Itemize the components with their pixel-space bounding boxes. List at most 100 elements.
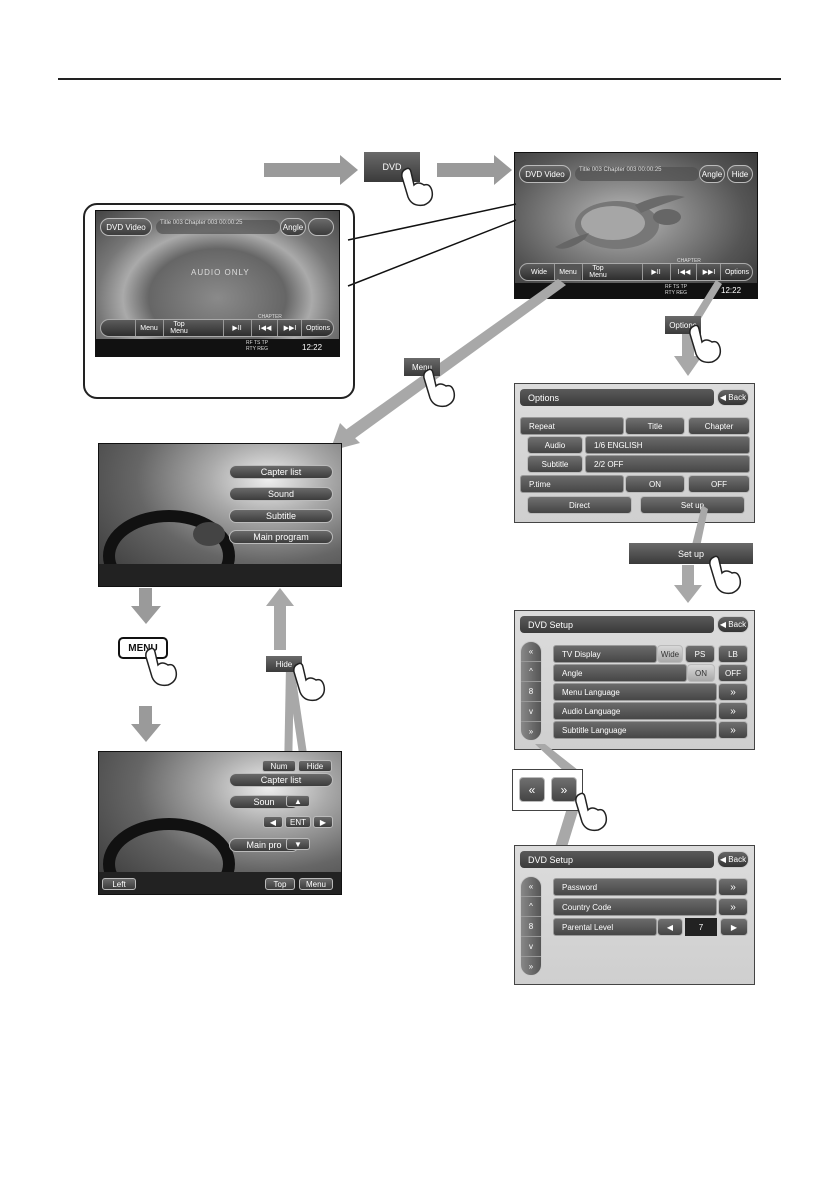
dvd-setup-panel-2: DVD Setup ◀ Back « ^ 8 v » Password » Co… [514, 845, 755, 985]
tv-wide-button[interactable]: Wide [657, 645, 683, 663]
inset-blank-button[interactable] [308, 218, 334, 236]
dvd-setup-title: DVD Setup [520, 616, 714, 633]
ptime-row: P.time [520, 475, 624, 493]
hide-tag[interactable]: Hide [266, 656, 302, 672]
cursor-up-button[interactable]: ▲ [286, 795, 310, 807]
dvd-setup-panel-1: DVD Setup ◀ Back « ^ 8 v » TV Display Wi… [514, 610, 755, 750]
cursor-down-button[interactable]: ▼ [286, 838, 310, 850]
touch-hand-icon [423, 368, 456, 408]
cursor-right-button[interactable]: ▶ [313, 816, 333, 828]
play-pause-button[interactable]: ▶II [642, 264, 669, 280]
angle-row: Angle [553, 664, 687, 682]
audio-only-text: AUDIO ONLY [191, 268, 250, 277]
repeat-chapter-button[interactable]: Chapter [688, 417, 750, 435]
touch-hand-icon [689, 324, 722, 364]
top-position-button[interactable]: Top [265, 878, 295, 890]
cursor-left-button[interactable]: ◀ [263, 816, 283, 828]
ptime-on-button[interactable]: ON [625, 475, 685, 493]
menu-language-row[interactable]: Menu Language [553, 683, 717, 701]
audio-value: 1/6 ENGLISH [585, 436, 750, 454]
inset-angle-button[interactable]: Angle [280, 218, 306, 236]
page-up-zoom-button[interactable]: « [519, 777, 545, 802]
chapter-label: CHAPTER [677, 258, 701, 264]
country-code-row[interactable]: Country Code [553, 898, 717, 916]
capter-list-item[interactable]: Capter list [229, 773, 333, 787]
inset-prev-chapter-button[interactable]: I◀◀ [251, 320, 278, 336]
capter-list-item[interactable]: Capter list [229, 465, 333, 479]
subtitle-button[interactable]: Subtitle [527, 455, 583, 473]
page-top-button[interactable]: « [521, 877, 541, 897]
menu-button[interactable]: Menu [299, 878, 333, 890]
page-down-button[interactable]: v [521, 937, 541, 957]
country-code-chevron-icon[interactable]: » [718, 898, 748, 916]
clock: 12:22 [721, 286, 742, 295]
down-arrow-2-head [131, 724, 161, 742]
setup-beam [674, 505, 708, 603]
audio-language-row[interactable]: Audio Language [553, 702, 717, 720]
flow-arrow-2 [437, 163, 497, 177]
inset-clock: 12:22 [302, 343, 323, 352]
audio-button[interactable]: Audio [527, 436, 583, 454]
setup-tag[interactable]: Set up [629, 543, 753, 564]
angle-on-button[interactable]: ON [687, 664, 715, 682]
back-button[interactable]: ◀ Back [717, 389, 749, 406]
down-arrow-1-head [131, 606, 161, 624]
audio-language-chevron-icon[interactable]: » [718, 702, 748, 720]
dvd-playback-screen: DVD Video Title 003 Chapter 003 00:00:25… [514, 152, 758, 299]
page-top-button[interactable]: « [521, 642, 541, 662]
parental-level-increase-button[interactable]: ▶ [720, 918, 748, 936]
angle-off-button[interactable]: OFF [718, 664, 748, 682]
touch-hand-icon [401, 167, 434, 207]
menu-button[interactable]: Menu [554, 264, 581, 280]
page-down-button[interactable]: v [521, 702, 541, 722]
page-scroll-bar: « ^ 8 v » [520, 641, 542, 741]
prev-chapter-button[interactable]: I◀◀ [670, 264, 697, 280]
parental-level-value: 7 [685, 918, 717, 936]
subtitle-language-chevron-icon[interactable]: » [718, 721, 748, 739]
subtitle-item[interactable]: Subtitle [229, 509, 333, 523]
options-button[interactable]: Options [720, 264, 753, 280]
touch-hand-icon [575, 792, 608, 832]
menu-language-chevron-icon[interactable]: » [718, 683, 748, 701]
disc-menu-cursor-screen: Num Hide Capter list Soun ▲ ◀ ENT ▶ Main… [98, 751, 342, 895]
flow-arrow-1-head [340, 155, 358, 185]
back-button[interactable]: ◀ Back [717, 616, 749, 633]
num-button[interactable]: Num [262, 760, 296, 772]
sound-item[interactable]: Sound [229, 487, 333, 501]
page-down-zoom-button[interactable]: » [551, 777, 577, 802]
down-arrow-1 [139, 588, 152, 608]
down-arrow-2 [139, 706, 152, 726]
hide-button[interactable]: Hide [298, 760, 332, 772]
page-up-button[interactable]: ^ [521, 662, 541, 682]
left-position-button[interactable]: Left [102, 878, 136, 890]
direct-button[interactable]: Direct [527, 496, 632, 514]
dvd-source-button[interactable]: DVD [364, 152, 420, 182]
inset-top-menu-button[interactable]: Top Menu [163, 320, 194, 336]
page-bottom-button[interactable]: » [528, 962, 534, 971]
source-label: DVD Video [519, 165, 571, 183]
top-menu-button[interactable]: Top Menu [582, 264, 613, 280]
inset-menu-button[interactable]: Menu [135, 320, 162, 336]
tv-lb-button[interactable]: LB [718, 645, 748, 663]
page-bottom-button[interactable]: » [528, 727, 534, 736]
password-row[interactable]: Password [553, 878, 717, 896]
main-program-item[interactable]: Main program [229, 530, 333, 544]
parental-level-decrease-button[interactable]: ◀ [657, 918, 683, 936]
next-chapter-button[interactable]: ▶▶I [696, 264, 721, 280]
inset-next-chapter-button[interactable]: ▶▶I [277, 320, 302, 336]
enter-button[interactable]: ENT [285, 816, 311, 828]
hide-button[interactable]: Hide [727, 165, 753, 183]
inset-play-pause-button[interactable]: ▶II [223, 320, 250, 336]
touch-hand-icon [293, 662, 326, 702]
inset-options-button[interactable]: Options [301, 320, 334, 336]
page-up-button[interactable]: ^ [521, 897, 541, 917]
angle-button[interactable]: Angle [699, 165, 725, 183]
back-button[interactable]: ◀ Back [717, 851, 749, 868]
repeat-title-button[interactable]: Title [625, 417, 685, 435]
password-chevron-icon[interactable]: » [718, 878, 748, 896]
ptime-off-button[interactable]: OFF [688, 475, 750, 493]
setup-button[interactable]: Set up [640, 496, 745, 514]
tv-ps-button[interactable]: PS [685, 645, 715, 663]
wide-button[interactable]: Wide [531, 268, 547, 276]
subtitle-language-row[interactable]: Subtitle Language [553, 721, 717, 739]
